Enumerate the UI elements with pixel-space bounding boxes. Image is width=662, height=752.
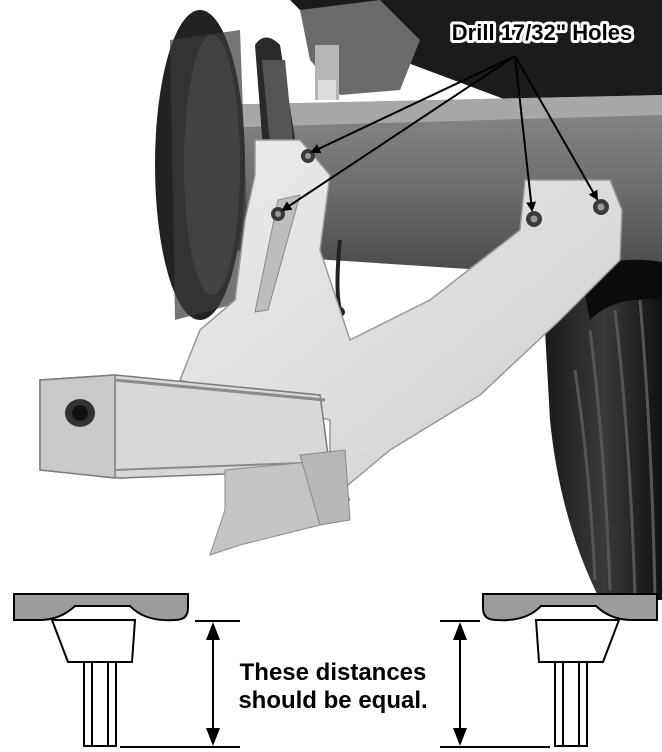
arrow-to-hole-2 xyxy=(281,55,516,212)
right-tube xyxy=(554,661,588,747)
left-hitch-assembly xyxy=(13,593,189,747)
drill-hole-arrows xyxy=(281,55,598,212)
drill-holes-label-text: Drill 17/32" Holes xyxy=(452,20,632,45)
equal-distance-note-line2: should be equal. xyxy=(238,687,427,714)
equal-distance-note-line1: These distances xyxy=(240,659,427,686)
right-frame-rail xyxy=(482,593,658,622)
right-distance-dimension xyxy=(440,620,550,748)
right-hitch-assembly xyxy=(482,593,658,747)
left-bracket xyxy=(50,619,137,663)
arrow-to-hole-4 xyxy=(514,55,598,201)
drill-holes-label: Drill 17/32" Holes xyxy=(452,20,632,45)
alignment-diagram: These distances should be equal. xyxy=(13,593,658,748)
left-distance-dimension xyxy=(120,620,240,748)
arrow-to-hole-3 xyxy=(514,55,537,212)
right-bracket xyxy=(534,619,621,663)
bolt-holes xyxy=(271,149,609,227)
left-frame-rail xyxy=(13,593,189,622)
left-tube xyxy=(83,661,117,747)
trailer-photo xyxy=(39,0,662,600)
arrow-to-hole-1 xyxy=(310,55,516,154)
